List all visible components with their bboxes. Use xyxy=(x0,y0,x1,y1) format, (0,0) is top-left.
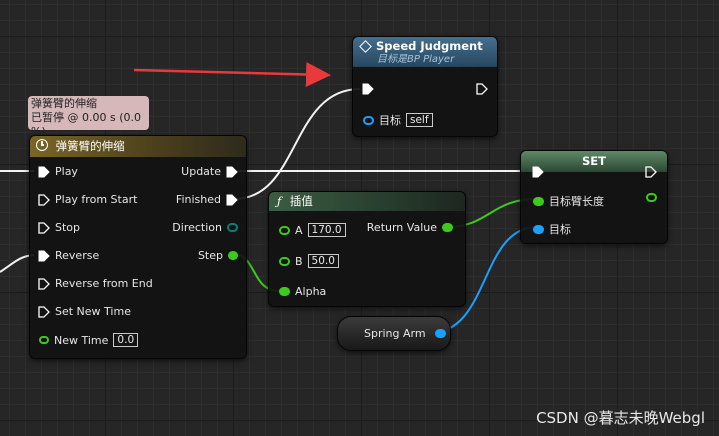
exec-pin-icon xyxy=(645,166,657,178)
timeline-comment: 弹簧臂的伸缩 已暂停 @ 0.00 s (0.0 %) xyxy=(28,96,149,138)
exec-pin-icon xyxy=(226,194,238,205)
speed-judgment-title: Speed Judgment xyxy=(376,39,483,53)
function-diamond-icon xyxy=(359,39,372,53)
comment-status: 已暂停 @ 0.00 s (0.0 %) xyxy=(31,111,141,138)
speed-judgment-subtitle: 目标是BP Player xyxy=(377,54,455,65)
set-node[interactable]: SET 目标臂长度 目标 xyxy=(520,150,668,244)
exec-pin-icon xyxy=(38,250,50,261)
exec-pin-icon xyxy=(532,166,544,178)
pin-reverse-from-end[interactable]: Reverse from End xyxy=(38,277,153,290)
pin-reverse[interactable]: Reverse xyxy=(38,249,99,262)
lerp-b-field[interactable]: 50.0 xyxy=(307,254,339,268)
pin-direction[interactable]: Direction xyxy=(172,221,238,234)
lerp-a-field[interactable]: 170.0 xyxy=(307,223,346,237)
speed-judgment-node[interactable]: Speed Judgment 目标是BP Player 目标 self xyxy=(352,36,498,137)
float-pin-icon xyxy=(646,193,657,202)
exec-pin-icon xyxy=(38,193,50,206)
exec-pin-icon xyxy=(38,277,50,290)
function-f-icon: ƒ xyxy=(277,194,282,208)
clock-icon xyxy=(36,139,48,151)
object-pin-icon xyxy=(363,115,374,125)
lerp-a-pin[interactable]: A 170.0 xyxy=(279,223,346,237)
pin-play[interactable]: Play xyxy=(38,165,78,178)
exec-pin-icon xyxy=(38,305,50,318)
exec-pin-icon xyxy=(226,166,238,177)
pin-new-time[interactable]: New Time 0.0 xyxy=(39,333,139,347)
set-exec-in[interactable] xyxy=(532,166,544,178)
set-exec-out[interactable] xyxy=(645,166,657,178)
object-pin-icon xyxy=(434,329,446,338)
lerp-alpha-pin[interactable]: Alpha xyxy=(279,285,326,298)
float-pin-icon xyxy=(228,251,238,260)
set-title: SET xyxy=(582,154,606,168)
timeline-node[interactable]: 弹簧臂的伸缩 Play Play from Start Stop Reverse… xyxy=(29,135,247,359)
exec-pin-icon xyxy=(38,166,50,177)
timeline-node-header[interactable]: 弹簧臂的伸缩 xyxy=(30,136,246,157)
set-length-pin[interactable]: 目标臂长度 xyxy=(533,193,604,209)
pin-update[interactable]: Update xyxy=(181,165,238,178)
speed-target-field[interactable]: self xyxy=(406,113,433,127)
float-pin-icon xyxy=(279,225,290,235)
pin-set-new-time[interactable]: Set New Time xyxy=(38,305,131,318)
float-pin-icon xyxy=(442,223,453,232)
pin-step[interactable]: Step xyxy=(198,249,238,262)
float-pin-icon xyxy=(39,336,49,344)
spring-arm-pin[interactable]: Spring Arm xyxy=(364,327,446,340)
float-pin-icon xyxy=(279,256,290,266)
new-time-field[interactable]: 0.0 xyxy=(113,333,139,347)
exec-pin-icon xyxy=(38,221,50,234)
set-length-out-pin[interactable] xyxy=(646,193,657,202)
set-target-pin[interactable]: 目标 xyxy=(533,221,571,237)
wire-finished-speed xyxy=(233,88,361,200)
speed-exec-in[interactable] xyxy=(362,83,374,95)
pin-play-from-start[interactable]: Play from Start xyxy=(38,193,137,206)
speed-judgment-header[interactable]: Speed Judgment 目标是BP Player xyxy=(353,37,497,67)
annotation-arrow xyxy=(133,61,331,87)
exec-pin-icon xyxy=(362,83,374,95)
float-pin-icon xyxy=(533,196,544,206)
spring-arm-node[interactable]: Spring Arm xyxy=(337,316,451,351)
speed-exec-out[interactable] xyxy=(476,83,488,95)
exec-pin-icon xyxy=(476,83,488,95)
watermark: CSDN @暮志未晚Webgl xyxy=(536,409,705,427)
speed-target-pin[interactable]: 目标 self xyxy=(363,112,433,128)
object-pin-icon xyxy=(533,224,544,234)
lerp-node[interactable]: ƒ 插值 A 170.0 B 50.0 Alpha Return Value xyxy=(268,191,466,307)
lerp-node-header[interactable]: ƒ 插值 xyxy=(269,192,465,211)
timeline-title: 弹簧臂的伸缩 xyxy=(55,139,125,153)
pin-finished[interactable]: Finished xyxy=(176,193,238,206)
lerp-b-pin[interactable]: B 50.0 xyxy=(279,254,339,268)
enum-pin-icon xyxy=(227,223,238,232)
pin-stop[interactable]: Stop xyxy=(38,221,80,234)
set-node-header[interactable]: SET xyxy=(521,151,667,172)
lerp-return-pin[interactable]: Return Value xyxy=(367,221,453,234)
lerp-title: 插值 xyxy=(289,194,313,208)
float-pin-icon xyxy=(279,287,290,296)
comment-title: 弹簧臂的伸缩 xyxy=(31,97,97,110)
